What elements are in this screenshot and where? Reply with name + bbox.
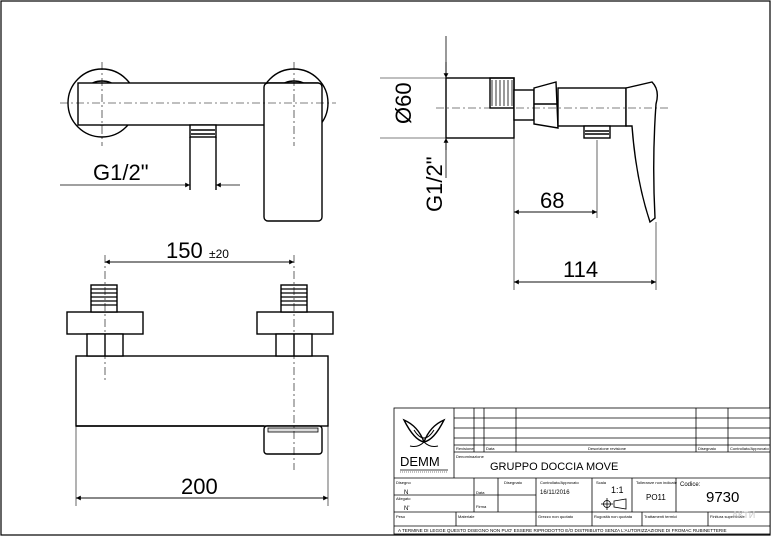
dim-68: 68 xyxy=(513,120,598,290)
front-body xyxy=(75,355,329,427)
dim-thread-front: G1/2" xyxy=(60,160,240,188)
side-lever xyxy=(625,81,659,224)
tb-code: 9730 xyxy=(706,489,739,506)
watermark: АКТИ xyxy=(732,510,755,520)
tb-checked-label: Controllato/Approvato xyxy=(540,480,579,485)
tb-weight-label: Peso xyxy=(396,514,406,519)
tb-roughness-label: Rugosità non quotata xyxy=(594,514,633,519)
tb-drawn-header: Disegnato xyxy=(698,446,717,451)
tb-aloe-label: Allegato xyxy=(396,496,411,501)
tb-material-label: Materiale xyxy=(458,514,475,519)
top-view xyxy=(67,68,329,222)
demm-logo xyxy=(402,418,446,447)
front-lever xyxy=(263,425,323,455)
dim-150: 150 ±20 xyxy=(105,238,294,265)
tb-denomination-label: Denominazione xyxy=(456,454,485,459)
tb-drawn-label: Disegnato xyxy=(504,480,523,485)
tb-date-value: 16/11/2016 xyxy=(540,490,570,496)
dim-200-label: 200 xyxy=(181,474,218,499)
top-lever xyxy=(263,82,323,222)
tb-drawing-label: Disegno xyxy=(396,480,411,485)
tb-revision-header: Revisione xyxy=(456,446,474,451)
dim-diameter-label: Ø60 xyxy=(391,82,416,124)
tb-date-header: Data xyxy=(486,446,495,451)
tb-signature-label: Firma xyxy=(476,504,487,509)
dim-thread-side-label: G1/2" xyxy=(422,156,447,212)
dim-68-label: 68 xyxy=(540,188,564,213)
tb-checked-header: Controllato/Approvato xyxy=(730,446,769,451)
dim-114: 114 xyxy=(514,222,657,290)
dim-114-label: 114 xyxy=(563,257,598,282)
tb-code-label: Codice: xyxy=(680,482,701,488)
tb-scale: 1:1 xyxy=(611,485,624,495)
tb-surface-label: Grezzo non quotato xyxy=(538,514,574,519)
projection-symbol-icon xyxy=(601,498,627,510)
front-view xyxy=(66,284,334,455)
tb-finish-label: Finitura superficiale xyxy=(710,514,745,519)
dim-200: 200 xyxy=(75,356,329,506)
dim-thread-front-label: G1/2" xyxy=(93,160,149,185)
tb-tolerance-label: Tolleranze non indicate xyxy=(636,480,678,485)
side-hex-nut xyxy=(533,81,559,129)
dim-150-tolerance: ±20 xyxy=(209,247,229,261)
dim-diameter: Ø60 xyxy=(380,36,449,178)
dim-150-label: 150 xyxy=(166,238,203,263)
tb-description-header: Descrizione revisione xyxy=(588,446,627,451)
tb-aloe-no: N' xyxy=(404,506,409,512)
tb-treatment-label: Trattamenti termici xyxy=(644,514,677,519)
tb-date-label: Data xyxy=(476,490,485,495)
title-block xyxy=(393,407,771,535)
tb-legal-note: A TERMINE DI LEGGE QUESTO DISEGNO NON PU… xyxy=(398,528,727,533)
logo-text: DEMM xyxy=(400,454,440,469)
tb-tolerance: PO11 xyxy=(646,493,666,502)
tb-drawing-no: N xyxy=(404,490,408,496)
side-body xyxy=(557,87,627,127)
tb-scale-label: Scala xyxy=(596,480,607,485)
tb-denomination: GRUPPO DOCCIA MOVE xyxy=(490,461,618,473)
